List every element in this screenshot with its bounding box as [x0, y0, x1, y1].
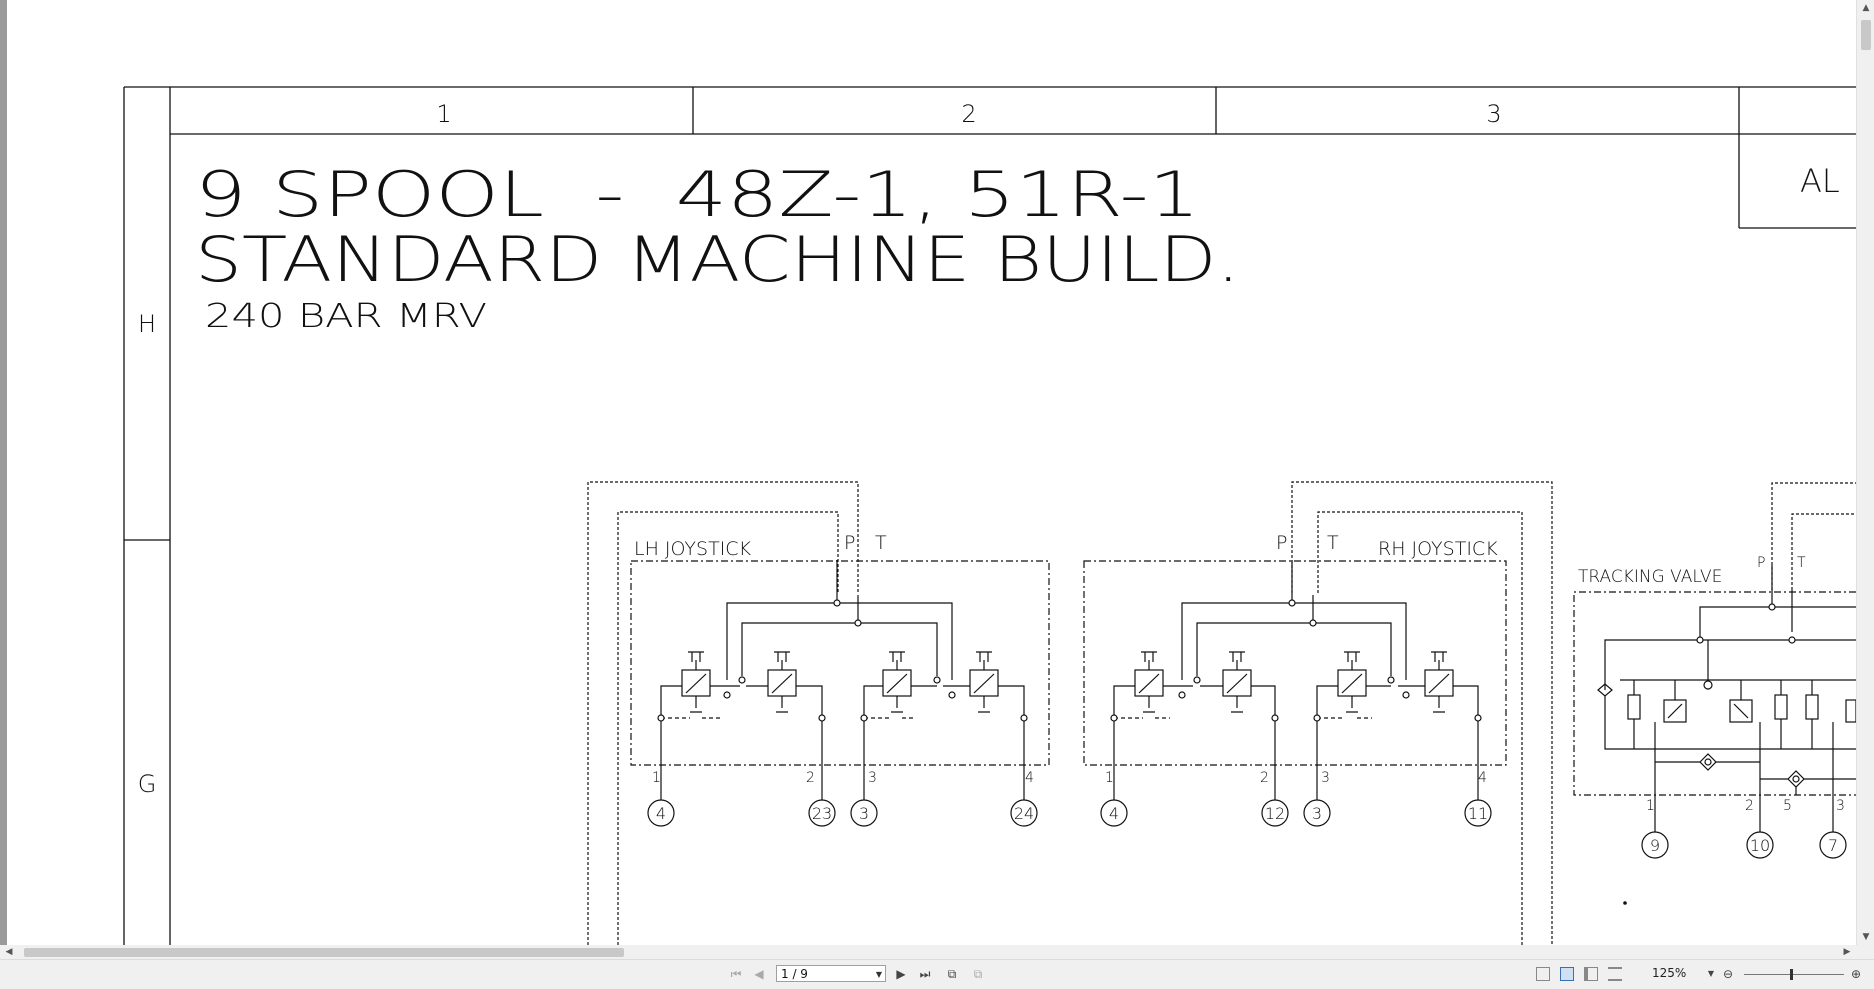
lh-t-label: T — [875, 532, 887, 554]
tracking-valve-group — [1573, 482, 1856, 905]
tracking-port-1: 1 — [1646, 798, 1655, 814]
next-page-icon[interactable]: ▶ — [896, 967, 906, 981]
rh-connector-3: 3 — [1312, 804, 1322, 823]
rh-port-3: 3 — [1321, 770, 1330, 786]
lh-port-3: 3 — [868, 770, 877, 786]
tracking-t-label: T — [1797, 555, 1806, 571]
two-page-view-icon[interactable] — [1584, 967, 1598, 981]
tracking-connector-1: 9 — [1650, 836, 1660, 855]
first-page-icon[interactable]: ⏮ — [730, 967, 742, 981]
rh-port-1: 1 — [1105, 770, 1114, 786]
drawing-title-line1: 9 SPOOL - 48Z-1, 51R-1 — [195, 158, 1200, 231]
title-block-fragment: AL — [1800, 162, 1840, 200]
zoom-slider-thumb[interactable] — [1789, 969, 1793, 980]
column-label-1: 1 — [436, 100, 451, 128]
zoom-level[interactable]: 125% — [1652, 966, 1687, 980]
tracking-port-5: 5 — [1783, 798, 1792, 814]
column-label-3: 3 — [1486, 100, 1501, 128]
horizontal-scrollbar[interactable]: ◀ ▶ — [0, 945, 1856, 959]
rh-connector-4: 11 — [1468, 804, 1488, 823]
left-gutter — [0, 0, 7, 945]
rh-joystick-group — [1083, 481, 1553, 945]
tracking-p-label: P — [1757, 555, 1765, 571]
zoom-dropdown-icon[interactable]: ▼ — [1707, 969, 1715, 978]
scroll-right-icon[interactable]: ▶ — [1843, 947, 1851, 957]
scroll-left-icon[interactable]: ◀ — [5, 947, 13, 957]
rh-connector-2: 12 — [1265, 804, 1285, 823]
tracking-port-3: 3 — [1836, 798, 1845, 814]
drawing-subtitle: 240 BAR MRV — [205, 296, 487, 335]
tracking-port-2: 2 — [1745, 798, 1754, 814]
rh-joystick-label: RH JOYSTICK — [1378, 538, 1498, 560]
tracking-connector-3: 7 — [1828, 836, 1838, 855]
zoom-slider-track[interactable] — [1744, 974, 1844, 975]
page-dropdown-icon[interactable]: ▼ — [875, 970, 882, 979]
drawing-title-line2: STANDARD MACHINE BUILD. — [195, 223, 1240, 296]
prev-page-icon[interactable]: ◀ — [754, 967, 764, 981]
lh-connector-4: 24 — [1014, 804, 1034, 823]
page-number-field[interactable]: 1 / 9 ▼ — [776, 965, 886, 982]
zoom-out-icon[interactable]: ⊖ — [1722, 967, 1734, 981]
lh-connector-1: 4 — [656, 804, 666, 823]
lh-connector-3: 3 — [859, 804, 869, 823]
scroll-down-icon[interactable]: ▼ — [1862, 932, 1870, 942]
vertical-scroll-thumb[interactable] — [1861, 20, 1871, 50]
extract-page-icon[interactable]: ⧉ — [947, 967, 957, 981]
rh-port-2: 2 — [1260, 770, 1269, 786]
rh-t-label: T — [1327, 532, 1339, 554]
lh-joystick-label: LH JOYSTICK — [634, 538, 752, 560]
zoom-in-icon[interactable]: ⊕ — [1850, 967, 1862, 981]
document-viewport[interactable]: 1 2 3 H G AL 9 SPOOL - 48Z-1, 51R-1 STAN… — [0, 0, 1856, 945]
single-page-view-icon[interactable] — [1536, 967, 1550, 981]
bottom-toolbar: ⏮ ◀ 1 / 9 ▼ ▶ ⏭ ⧉ ⧉ 125% ▼ ⊖ ⊕ — [0, 959, 1874, 989]
horizontal-scroll-thumb[interactable] — [24, 948, 624, 957]
tracking-connector-2: 10 — [1750, 836, 1770, 855]
rh-port-4: 4 — [1478, 770, 1487, 786]
row-label-h: H — [138, 310, 156, 338]
insert-page-icon[interactable]: ⧉ — [973, 967, 983, 981]
row-label-g: G — [138, 770, 157, 798]
lh-port-4: 4 — [1025, 770, 1034, 786]
vertical-scrollbar[interactable]: ▲ ▼ — [1856, 0, 1874, 945]
lh-connector-2: 23 — [812, 804, 832, 823]
scrollbar-corner — [1856, 945, 1874, 959]
column-label-2: 2 — [961, 100, 976, 128]
tracking-valve-label: TRACKING VALVE — [1578, 567, 1722, 587]
scroll-up-icon[interactable]: ▲ — [1862, 3, 1870, 13]
rh-connector-1: 4 — [1109, 804, 1119, 823]
last-page-icon[interactable]: ⏭ — [919, 967, 931, 981]
page-indicator: 1 / 9 — [781, 967, 808, 981]
lh-port-2: 2 — [806, 770, 815, 786]
lh-joystick-group — [587, 481, 1050, 945]
schematic-drawing: 1 2 3 H G AL 9 SPOOL - 48Z-1, 51R-1 STAN… — [123, 86, 1856, 945]
two-page-continuous-view-icon[interactable] — [1608, 967, 1622, 981]
rh-p-label: P — [1276, 532, 1287, 554]
lh-p-label: P — [844, 532, 855, 554]
lh-port-1: 1 — [652, 770, 661, 786]
continuous-view-icon[interactable] — [1560, 967, 1574, 981]
